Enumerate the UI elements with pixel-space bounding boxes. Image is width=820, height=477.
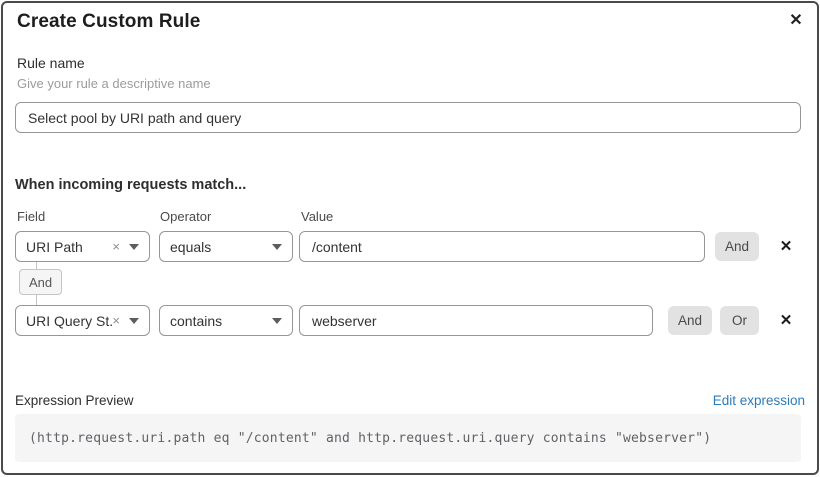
expression-preview-block: (http.request.uri.path eq "/content" and… [15, 414, 801, 462]
rule-name-helper: Give your rule a descriptive name [17, 76, 211, 91]
column-label-value: Value [301, 209, 334, 224]
operator-select-row2-value: contains [170, 312, 223, 329]
expression-code: (http.request.uri.path eq "/content" and… [29, 430, 712, 446]
value-input-row1[interactable] [299, 231, 705, 262]
connector-line-bottom [36, 295, 37, 305]
close-icon[interactable]: ✕ [785, 9, 807, 31]
clear-field-icon[interactable]: × [112, 239, 120, 254]
operator-select-row1[interactable]: equals [159, 231, 293, 262]
or-button-row2[interactable]: Or [720, 306, 759, 335]
operator-select-row1-value: equals [170, 238, 212, 255]
connector-line-top [36, 262, 37, 269]
connector-and-badge: And [19, 269, 63, 295]
match-section-heading: When incoming requests match... [15, 177, 247, 193]
rule-name-label: Rule name [17, 55, 85, 71]
clear-field-icon[interactable]: × [112, 313, 120, 328]
field-select-row1[interactable]: URI Path × [15, 231, 150, 262]
delete-row2-icon[interactable]: ✕ [776, 310, 796, 330]
column-label-field: Field [17, 209, 46, 224]
and-button-row1[interactable]: And [715, 232, 759, 261]
field-select-row1-value: URI Path [26, 238, 83, 255]
value-input-row2[interactable] [299, 305, 653, 336]
expression-preview-label: Expression Preview [15, 393, 134, 408]
field-select-row2[interactable]: URI Query St... × [15, 305, 150, 336]
chevron-down-icon [129, 243, 139, 250]
edit-expression-link[interactable]: Edit expression [712, 393, 805, 408]
chevron-down-icon [272, 243, 282, 250]
rule-name-input[interactable] [15, 102, 801, 133]
chevron-down-icon [129, 317, 139, 324]
field-select-row2-value: URI Query St... [26, 312, 113, 329]
column-label-operator: Operator [160, 209, 212, 224]
operator-select-row2[interactable]: contains [159, 305, 293, 336]
and-button-row2[interactable]: And [668, 306, 712, 335]
chevron-down-icon [272, 317, 282, 324]
delete-row1-icon[interactable]: ✕ [776, 236, 796, 256]
dialog-title: Create Custom Rule [17, 11, 201, 32]
